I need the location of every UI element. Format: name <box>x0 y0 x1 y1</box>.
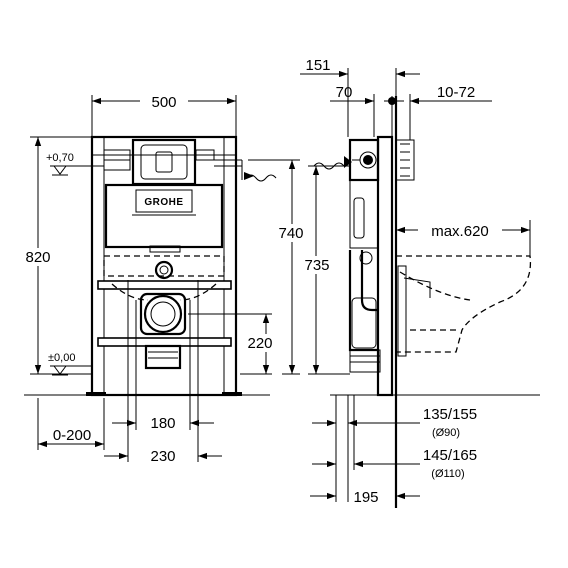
dim-pipe-dia-90: (Ø90) <box>432 427 460 439</box>
level-top: +0,70 <box>46 152 74 164</box>
dim-depth-70: 70 <box>336 84 353 101</box>
dim-pan-max-620: max.620 <box>431 223 489 240</box>
dim-offset-0-200: 0-200 <box>53 427 91 444</box>
dim-drain-180: 180 <box>150 415 175 432</box>
front-view: GROHE 500 820 +0,70 <box>18 93 280 465</box>
dim-inlet-735: 735 <box>304 257 329 274</box>
flush-plate-area <box>131 138 197 186</box>
dim-pipe-135-155: 135/155 <box>423 406 477 423</box>
brand-logo: GROHE <box>144 197 183 208</box>
level-zero: ±0,00 <box>48 352 75 364</box>
dim-height-820: 820 <box>25 249 50 266</box>
dim-depth-151: 151 <box>305 57 330 74</box>
dim-drain-230: 230 <box>150 448 175 465</box>
dim-adjust-10-72: 10-72 <box>437 84 475 101</box>
dim-width-500: 500 <box>151 94 176 111</box>
cistern <box>104 183 224 249</box>
dim-pipe-145-165: 145/165 <box>423 447 477 464</box>
dim-outlet-195: 195 <box>353 489 378 506</box>
drain-outlet <box>143 294 183 334</box>
dim-inlet-740: 740 <box>278 225 303 242</box>
dim-outlet-220: 220 <box>247 335 272 352</box>
side-view: 151 70 10-72 740 735 max.620 <box>248 57 540 508</box>
dim-pipe-dia-110: (Ø110) <box>431 468 464 480</box>
